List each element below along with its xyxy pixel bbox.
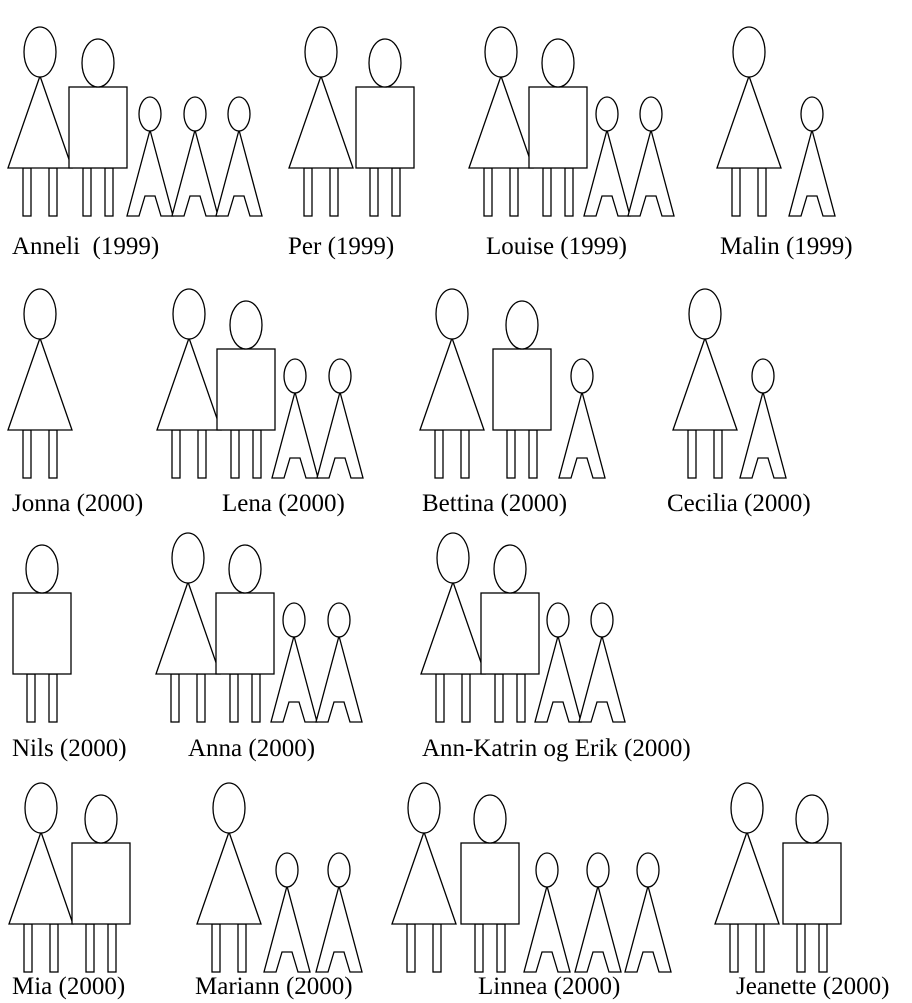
family-label: Jonna (2000) <box>12 490 143 517</box>
man-figure <box>216 545 274 722</box>
family-group <box>9 783 130 972</box>
family-label: Louise (1999) <box>486 233 627 260</box>
man-figure <box>461 795 519 972</box>
family-group <box>673 289 786 478</box>
man-figure <box>529 39 587 216</box>
family-group <box>13 545 71 722</box>
woman-figure <box>420 289 484 478</box>
family-label: Linnea (2000) <box>478 973 620 1000</box>
child-figure <box>271 603 317 722</box>
family-group <box>715 783 841 972</box>
man-figure <box>481 545 539 722</box>
child-figure <box>127 97 173 216</box>
family-group <box>289 27 414 216</box>
family-group <box>197 783 362 972</box>
family-label: Bettina (2000) <box>422 490 567 517</box>
family-label: Per (1999) <box>288 233 394 260</box>
woman-figure <box>421 533 485 722</box>
family-label: Malin (1999) <box>720 233 853 260</box>
child-figure <box>740 359 786 478</box>
man-figure <box>356 39 414 216</box>
family-group <box>8 289 72 478</box>
man-figure <box>783 795 841 972</box>
family-group <box>420 289 605 478</box>
family-label: Nils (2000) <box>12 735 127 762</box>
child-figure <box>789 97 835 216</box>
family-label: Mariann (2000) <box>195 973 353 1000</box>
woman-figure <box>8 289 72 478</box>
family-label: Jeanette (2000) <box>736 973 889 1000</box>
family-group <box>717 27 835 216</box>
family-group <box>469 27 674 216</box>
family-group <box>157 289 363 478</box>
child-figure <box>316 853 362 972</box>
child-figure <box>625 853 671 972</box>
woman-figure <box>392 783 456 972</box>
woman-figure <box>156 533 220 722</box>
family-label: Ann-Katrin og Erik (2000) <box>422 735 691 762</box>
child-figure <box>272 359 318 478</box>
child-figure <box>524 853 570 972</box>
man-figure <box>72 795 130 972</box>
woman-figure <box>157 289 221 478</box>
woman-figure <box>469 27 533 216</box>
man-figure <box>217 301 275 478</box>
woman-figure <box>8 27 72 216</box>
family-label: Mia (2000) <box>12 973 125 1000</box>
family-group <box>156 533 362 722</box>
family-group <box>8 27 262 216</box>
family-group <box>392 783 671 972</box>
child-figure <box>584 97 630 216</box>
child-figure <box>575 853 621 972</box>
child-figure <box>172 97 218 216</box>
woman-figure <box>197 783 261 972</box>
child-figure <box>316 603 362 722</box>
family-label: Anna (2000) <box>188 735 315 762</box>
child-figure <box>317 359 363 478</box>
man-figure <box>69 39 127 216</box>
man-figure <box>13 545 71 722</box>
woman-figure <box>673 289 737 478</box>
child-figure <box>559 359 605 478</box>
woman-figure <box>715 783 779 972</box>
family-group <box>421 533 625 722</box>
man-figure <box>493 301 551 478</box>
child-figure <box>579 603 625 722</box>
child-figure <box>216 97 262 216</box>
child-figure <box>628 97 674 216</box>
family-label: Lena (2000) <box>222 490 345 517</box>
family-label: Anneli (1999) <box>12 233 159 260</box>
woman-figure <box>9 783 73 972</box>
woman-figure <box>717 27 781 216</box>
child-figure <box>535 603 581 722</box>
child-figure <box>264 853 310 972</box>
family-label: Cecilia (2000) <box>667 490 811 517</box>
woman-figure <box>289 27 353 216</box>
